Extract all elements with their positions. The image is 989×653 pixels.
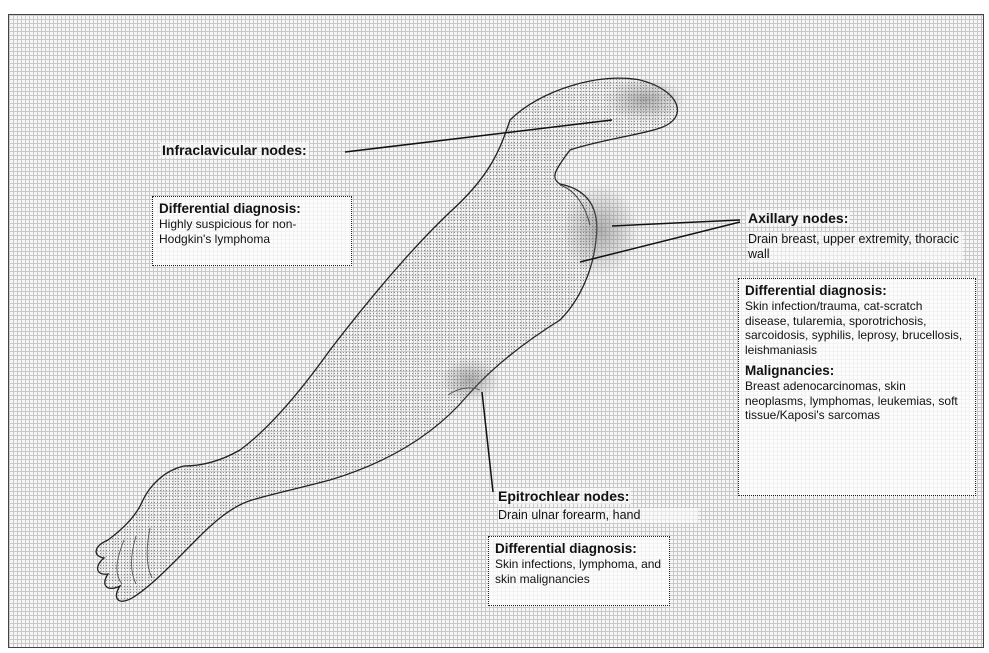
infraclavicular-node-shading: [605, 78, 685, 122]
axillary-description: Drain breast, upper extremity, thoracic …: [748, 232, 963, 262]
malignancies-text: Breast adenocarcinomas, skin neoplasms, …: [745, 379, 969, 423]
axillary-node-shading: [562, 184, 638, 276]
epitrochlear-diagnosis-box: Differential diagnosis: Skin infections,…: [488, 536, 670, 606]
epitrochlear-leader: [482, 392, 493, 492]
epitrochlear-diagnosis-heading: Differential diagnosis:: [495, 541, 663, 556]
epitrochlear-diagnosis-text: Skin infections, lymphoma, and skin mali…: [495, 557, 663, 586]
epitrochlear-description: Drain ulnar forearm, hand: [498, 508, 698, 523]
axillary-diagnosis-heading: Differential diagnosis:: [745, 283, 969, 298]
infraclavicular-diagnosis-box: Differential diagnosis: Highly suspiciou…: [152, 196, 352, 266]
epitrochlear-label: Epitrochlear nodes:: [496, 488, 631, 504]
axillary-diagnosis-text: Skin infection/trauma, cat-scratch disea…: [745, 299, 969, 357]
infraclavicular-diagnosis-text: Highly suspicious for non-Hodgkin's lymp…: [159, 217, 345, 246]
axillary-label: Axillary nodes:: [746, 210, 850, 226]
infraclavicular-diagnosis-heading: Differential diagnosis:: [159, 201, 345, 216]
malignancies-heading: Malignancies:: [745, 363, 969, 378]
infraclavicular-label: Infraclavicular nodes:: [160, 142, 309, 158]
axillary-diagnosis-box: Differential diagnosis: Skin infection/t…: [738, 278, 976, 496]
epitrochlear-node-shading: [440, 358, 500, 402]
